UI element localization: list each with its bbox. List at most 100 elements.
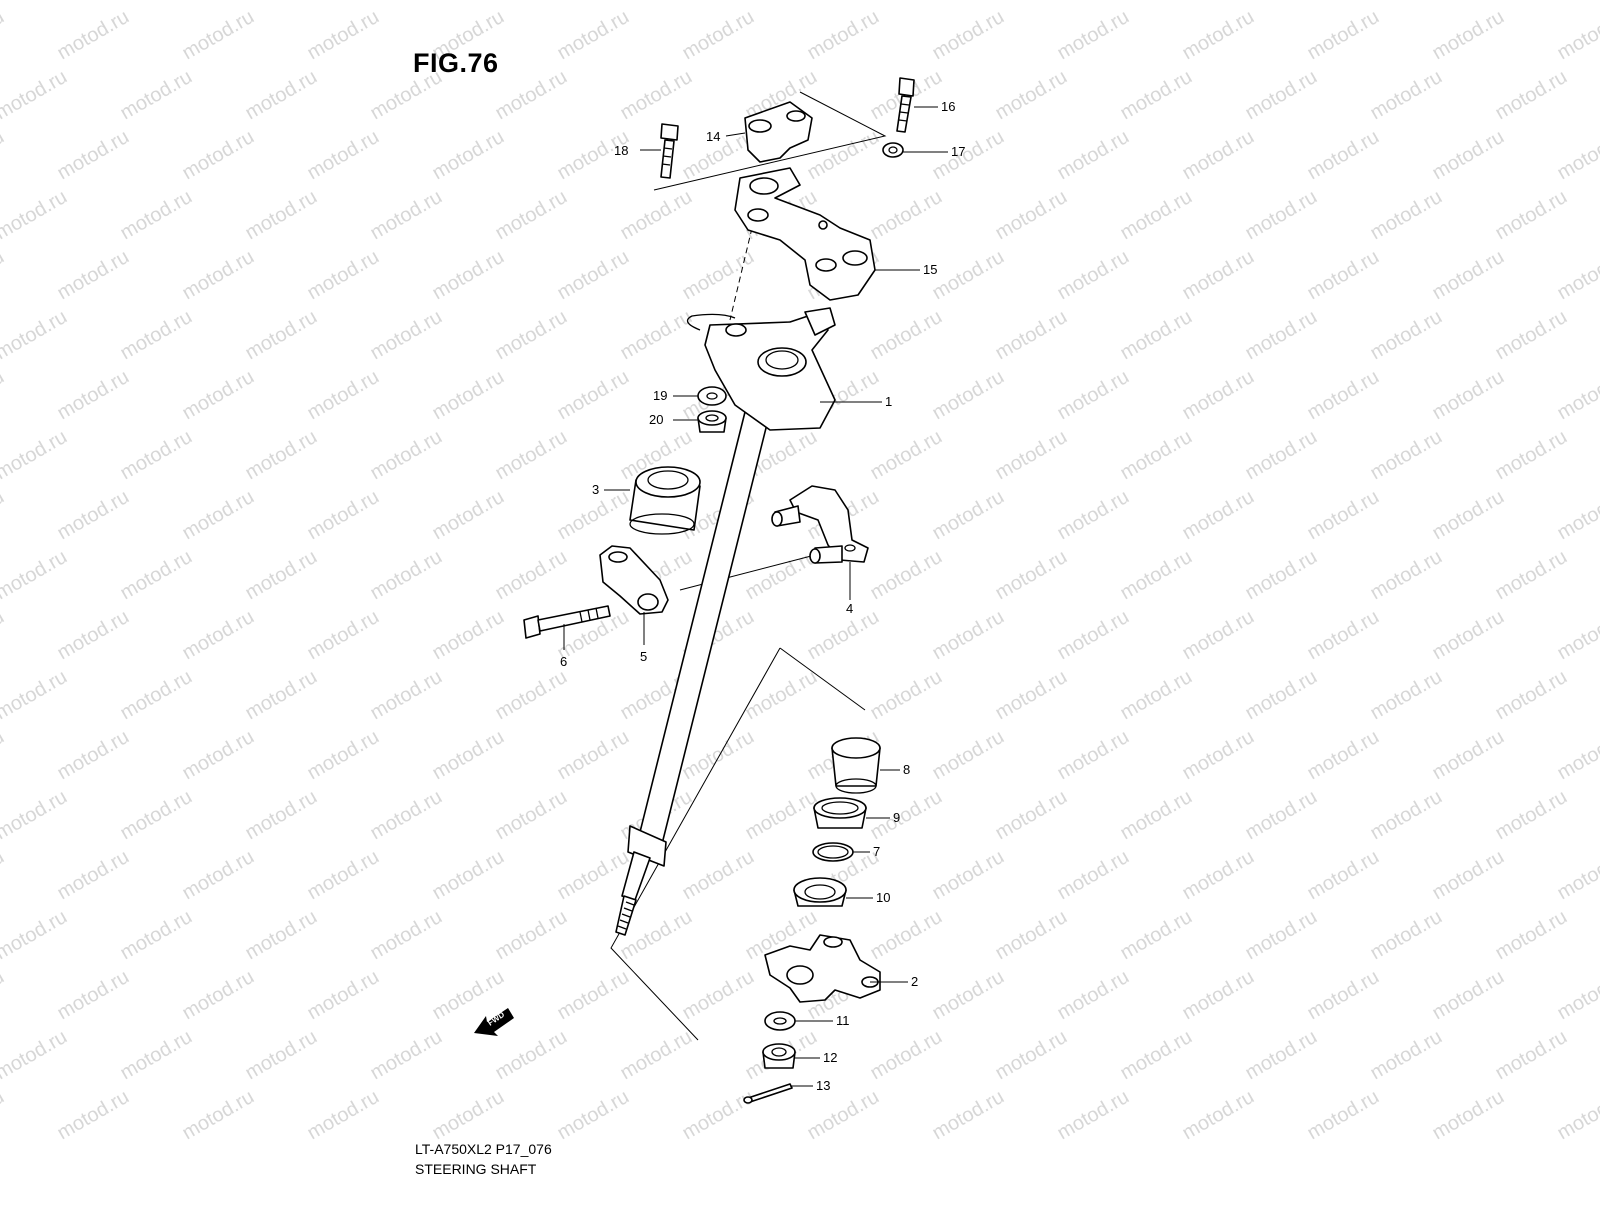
watermark-text: motod.ru [804,6,883,65]
watermark-text: motod.ru [0,426,71,485]
watermark-text: motod.ru [0,546,71,605]
figure-title: FIG.76 [413,48,499,79]
watermark-text: motod.ru [179,126,258,185]
label-part-3: 3 [592,482,599,497]
watermark-text: motod.ru [54,846,133,905]
watermark-text: motod.ru [554,246,633,305]
watermark-text: motod.ru [1367,906,1446,965]
label-part-19: 19 [653,388,667,403]
watermark-text: motod.ru [617,0,696,4]
watermark-text: motod.ru [1304,606,1383,665]
watermark-text: motod.ru [1179,846,1258,905]
watermark-text: motod.ru [429,366,508,425]
watermark-text: motod.ru [492,786,571,845]
watermark-text: motod.ru [1242,0,1321,4]
watermark-text: motod.ru [1054,966,1133,1025]
watermark-text: motod.ru [1429,366,1508,425]
watermark-text: motod.ru [1429,1086,1508,1145]
watermark-text: motod.ru [117,666,196,725]
watermark-text: motod.ru [179,966,258,1025]
watermark-text: motod.ru [867,426,946,485]
watermark-text: motod.ru [492,0,571,4]
watermark-text: motod.ru [929,6,1008,65]
watermark-text: motod.ru [679,246,758,305]
watermark-text: motod.ru [0,726,8,785]
watermark-text: motod.ru [1054,726,1133,785]
watermark-text: motod.ru [242,306,321,365]
watermark-text: motod.ru [429,126,508,185]
watermark-text: motod.ru [1429,486,1508,545]
watermark-text: motod.ru [1304,1086,1383,1145]
label-part-12: 12 [823,1050,837,1065]
watermark-text: motod.ru [992,1026,1071,1085]
watermark-text: motod.ru [992,186,1071,245]
watermark-text: motod.ru [1242,426,1321,485]
watermark-text: motod.ru [117,906,196,965]
watermark-text: motod.ru [1367,666,1446,725]
watermark-text: motod.ru [1429,726,1508,785]
watermark-text: motod.ru [992,426,1071,485]
watermark-text: motod.ru [0,186,71,245]
watermark-text: motod.ru [367,906,446,965]
watermark-text: motod.ru [117,66,196,125]
watermark-text: motod.ru [304,1086,383,1145]
part-20-nut [698,411,726,432]
watermark-text: motod.ru [1179,606,1258,665]
watermark-text: motod.ru [492,1026,571,1085]
watermark-text: motod.ru [1054,1086,1133,1145]
label-part-11: 11 [836,1013,850,1028]
watermark-text: motod.ru [242,906,321,965]
watermark-text: motod.ru [1554,126,1600,185]
watermark-text: motod.ru [429,1086,508,1145]
label-part-17: 17 [951,144,965,159]
watermark-text: motod.ru [0,966,8,1025]
watermark-text: motod.ru [1179,966,1258,1025]
watermark-text: motod.ru [429,846,508,905]
watermark-text: motod.ru [1304,366,1383,425]
watermark-text: motod.ru [0,666,71,725]
watermark-text: motod.ru [1304,846,1383,905]
watermark-text: motod.ru [1054,6,1133,65]
watermark-text: motod.ru [617,306,696,365]
watermark-text: motod.ru [1179,126,1258,185]
watermark-text: motod.ru [1304,126,1383,185]
watermark-text: motod.ru [1554,606,1600,665]
watermark-text: motod.ru [554,726,633,785]
watermark-text: motod.ru [492,426,571,485]
part-8-collar [832,738,880,793]
watermark-text: motod.ru [0,0,71,4]
watermark-text: motod.ru [242,666,321,725]
label-part-4: 4 [846,601,853,616]
label-part-5: 5 [640,649,647,664]
watermark-text: motod.ru [1304,486,1383,545]
watermark-text: motod.ru [117,186,196,245]
watermark-text: motod.ru [867,186,946,245]
watermark-text: motod.ru [1367,426,1446,485]
watermark-text: motod.ru [492,186,571,245]
watermark-text: motod.ru [679,846,758,905]
watermark-text: motod.ru [492,66,571,125]
watermark-text: motod.ru [929,1086,1008,1145]
watermark-text: motod.ru [1492,426,1571,485]
watermark-text: motod.ru [1304,966,1383,1025]
part-17-washer [883,143,903,157]
watermark-text: motod.ru [992,906,1071,965]
watermark-text: motod.ru [1429,6,1508,65]
watermark-text: motod.ru [367,786,446,845]
fwd-badge: FWD [474,1008,514,1036]
watermark-text: motod.ru [179,486,258,545]
watermark-text: motod.ru [867,906,946,965]
watermark-text: motod.ru [304,966,383,1025]
watermark-text: motod.ru [929,846,1008,905]
watermark-text: motod.ru [0,606,8,665]
watermark-text: motod.ru [54,366,133,425]
watermark-text: motod.ru [992,546,1071,605]
watermark-text: motod.ru [1117,0,1196,4]
watermark-text: motod.ru [1054,246,1133,305]
watermark-text: motod.ru [929,966,1008,1025]
figure-code: LT-A750XL2 P17_076 [415,1141,552,1157]
watermark-text: motod.ru [1367,546,1446,605]
watermark-text: motod.ru [929,246,1008,305]
watermark-text: motod.ru [1429,966,1508,1025]
watermark-text: motod.ru [429,726,508,785]
